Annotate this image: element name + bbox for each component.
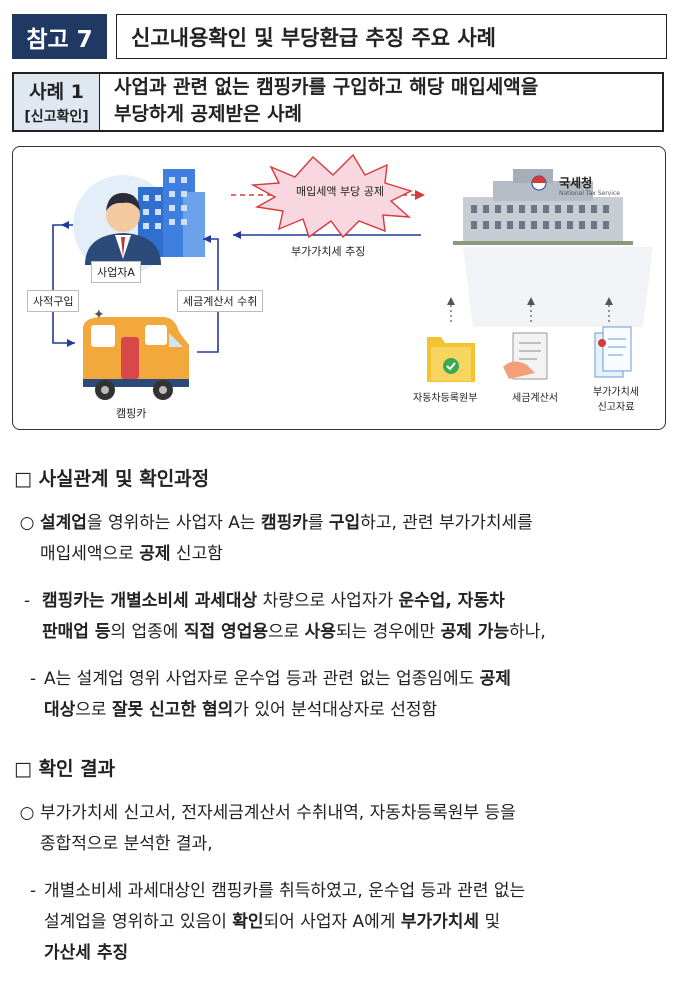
- source-funnel: [463, 247, 653, 327]
- text: 가 있어 분석대상자로 선정함: [233, 700, 438, 720]
- camper-label: 캠핑카: [116, 407, 147, 420]
- case-number: 사례 1: [29, 81, 84, 103]
- text: 신고함: [170, 544, 223, 564]
- collect-text: 부가가치세 추징: [291, 245, 366, 258]
- text-bold: 공제 가능: [440, 622, 510, 642]
- text-bold: 공제: [139, 544, 171, 564]
- doc2-label: 세금계산서: [512, 393, 558, 404]
- text: 하고, 관련 부가가치세를: [360, 513, 533, 533]
- text: 을 영위하는 사업자 A는: [86, 513, 261, 533]
- nts-sub: National Tax Service: [559, 190, 620, 197]
- doc3-label-line1: 부가가치세: [593, 387, 639, 398]
- dash-marker: -: [30, 881, 37, 901]
- building-icon: [138, 169, 205, 257]
- section2-dash1: - 개별소비세 과세대상인 캠핑카를 취득하였고, 운수업 등과 관련 없는 설…: [30, 876, 668, 969]
- text-bold: 부가가치세: [400, 912, 480, 932]
- text-bold: 등: [88, 622, 111, 642]
- doc-arrows: [450, 302, 610, 322]
- section2-bullet1: ○ 부가가치세 신고서, 전자세금계산서 수취내역, 자동차등록원부 등을 종합…: [14, 798, 668, 860]
- case-label: 사례 1 [신고확인]: [14, 74, 100, 130]
- text-bold: 공제: [479, 669, 511, 689]
- section2-title: 확인 결과: [38, 758, 116, 780]
- section1-bullet1: ○ 설계업을 영위하는 사업자 A는 캠핑카를 구입하고, 관련 부가가치세를 …: [14, 508, 668, 570]
- text-bold: 대상: [44, 700, 76, 720]
- text: 되어 사업자 A에게: [263, 912, 401, 932]
- bullet-marker: ○: [19, 513, 35, 533]
- diagram-frame: ✦: [12, 146, 666, 430]
- text: A는 설계업 영위 사업자로 운수업 등과 관련 없는 업종임에도: [44, 669, 480, 689]
- case-category: [신고확인]: [24, 109, 89, 125]
- text: 개별소비세 과세대상인 캠핑카를 취득하였고, 운수업 등과 관련 없는: [44, 881, 526, 901]
- invoice-received-label: 세금계산서 수취: [177, 290, 264, 312]
- case-title-line2: 부당하게 공제받은 사례: [114, 103, 303, 125]
- section2-heading: □ 확인 결과: [14, 754, 115, 781]
- folder-icon: [427, 337, 475, 382]
- reference-title: 신고내용확인 및 부당환급 추징 주요 사례: [116, 14, 667, 59]
- text-bold: 확인: [232, 912, 264, 932]
- text-bold: 판매업: [42, 622, 89, 642]
- text-bold: 설계업: [40, 513, 87, 533]
- arrow-heads: [61, 221, 241, 347]
- section1-marker: □: [14, 468, 32, 490]
- text-bold: 사용: [304, 622, 336, 642]
- invoice-icon: [503, 332, 548, 380]
- burst-text: 매입세액 부당 공제: [296, 185, 384, 198]
- case-title-line1: 사업과 관련 없는 캠핑카를 구입하고 해당 매입세액을: [114, 76, 539, 98]
- case-box: [12, 72, 664, 132]
- reference-badge: 참고 7: [12, 14, 107, 59]
- text: 설계업을 영위하고 있음이: [44, 912, 233, 932]
- text: 를: [307, 513, 329, 533]
- text: 하나,: [509, 622, 546, 642]
- nts-building-icon: [453, 169, 633, 245]
- camper-icon: ✦: [83, 307, 189, 400]
- burst-shape: [250, 153, 413, 239]
- text: 부가가치세 신고서, 전자세금계산서 수취내역, 자동차등록원부 등을: [40, 803, 516, 823]
- doc1-label: 자동차등록원부: [413, 393, 478, 404]
- business-label: 사업자A: [91, 261, 141, 283]
- text-bold: 캠핑카는 개별소비세 과세대상: [42, 591, 258, 611]
- section2-marker: □: [14, 758, 32, 780]
- text: 차량으로 사업자가: [257, 591, 399, 611]
- svg-text:✦: ✦: [93, 307, 105, 323]
- text-bold: 구입: [328, 513, 361, 533]
- text-bold: 운수업, 자동차: [398, 591, 505, 611]
- doc3-label-line2: 신고자료: [597, 402, 635, 413]
- section1-title: 사실관계 및 확인과정: [38, 468, 210, 490]
- text: 의 업종에: [110, 622, 184, 642]
- dash-marker: -: [24, 591, 31, 611]
- text-bold: 직접 영업용: [183, 622, 268, 642]
- bullet-marker: ○: [19, 803, 35, 823]
- diagram-canvas: ✦: [52, 153, 653, 400]
- text-bold: 캠핑카: [260, 513, 308, 533]
- section1-dash1: - 캠핑카는 개별소비세 과세대상 차량으로 사업자가 운수업, 자동차 판매업…: [24, 586, 668, 648]
- section1-heading: □ 사실관계 및 확인과정: [14, 464, 209, 491]
- text-bold: 가산세 추징: [44, 943, 129, 963]
- case-title: 사업과 관련 없는 캠핑카를 구입하고 해당 매입세액을 부당하게 공제받은 사…: [114, 74, 659, 130]
- report-icon: [594, 326, 632, 378]
- section1-dash2: - A는 설계업 영위 사업자로 운수업 등과 관련 없는 업종임에도 공제 대…: [30, 664, 668, 726]
- text: 종합적으로 분석한 결과,: [40, 834, 213, 854]
- text: 매입세액으로: [40, 544, 140, 564]
- text: 으로: [75, 700, 112, 720]
- businessperson-icon: [85, 193, 161, 265]
- nts-label: 국세청: [559, 176, 593, 190]
- text: 및: [479, 912, 501, 932]
- text: 으로: [267, 622, 305, 642]
- dash-marker: -: [30, 669, 37, 689]
- flow-left: [52, 224, 75, 344]
- text-bold: 잘못 신고한 혐의: [111, 700, 234, 720]
- doc3-label: 부가가치세 신고자료: [593, 383, 639, 413]
- buy-label: 사적구입: [27, 290, 80, 312]
- text: 되는 경우에만: [335, 622, 441, 642]
